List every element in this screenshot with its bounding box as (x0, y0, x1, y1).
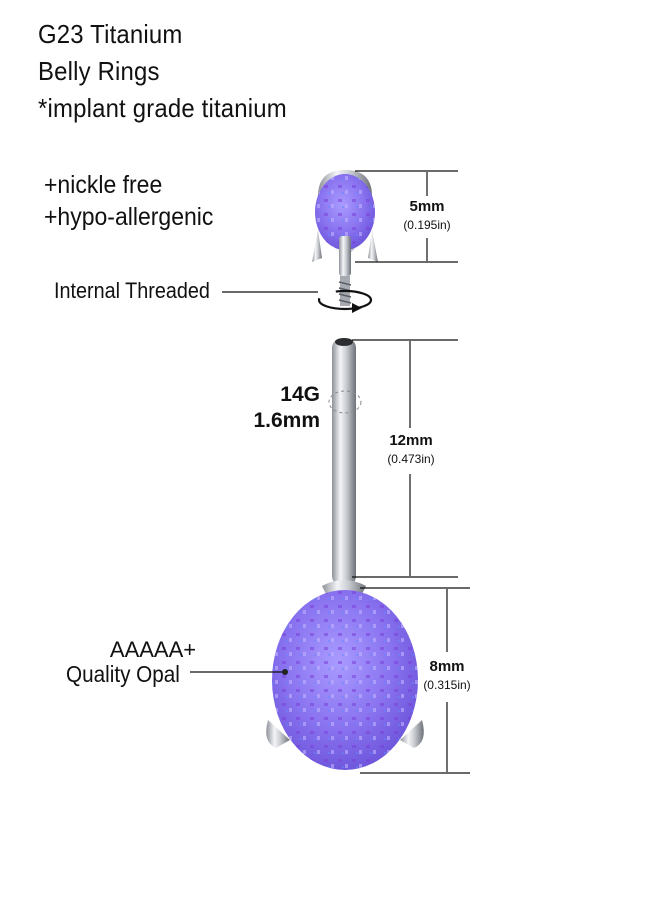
barbell-shaft (328, 338, 362, 586)
title-line-3: *implant grade titanium (38, 93, 287, 123)
bottom-opal-gem (266, 580, 424, 770)
bar-mm: 12mm (389, 432, 433, 449)
bottom-gem-dimension: 8mm (0.315in) (412, 658, 482, 694)
top-ball-in: (0.195in) (403, 218, 451, 232)
title-line-1: G23 Titanium (38, 19, 183, 49)
rotation-arrow-icon (317, 289, 373, 313)
top-ball-mm: 5mm (409, 198, 445, 215)
bottom-gem-mm: 8mm (429, 658, 465, 675)
bar-dimension-lines (352, 339, 458, 578)
gauge-line-1: 14G (280, 383, 320, 406)
title-line-2: Belly Rings (38, 56, 160, 86)
feature-hypo-allergenic: +hypo-allergenic (44, 203, 214, 231)
bottom-gem-in: (0.315in) (423, 678, 471, 692)
feature-nickel-free: +nickle free (44, 171, 163, 199)
internal-threaded-label: Internal Threaded (54, 278, 210, 303)
top-ball-dimension-lines (355, 170, 458, 263)
bar-in: (0.473in) (387, 452, 435, 466)
bar-dimension: 12mm (0.473in) (376, 432, 446, 468)
gauge-label: 14G 1.6mm (240, 382, 320, 434)
opal-quality-label: Quality Opal (66, 661, 180, 687)
opal-grade-label: AAAAA+ (78, 638, 228, 662)
top-ball-dimension: 5mm (0.195in) (392, 198, 462, 234)
bottom-gem-dimension-lines (360, 587, 470, 774)
opal-grade-line-1: AAAAA+ (109, 637, 197, 662)
gauge-line-2: 1.6mm (253, 409, 320, 432)
top-opal-ball (312, 170, 378, 276)
